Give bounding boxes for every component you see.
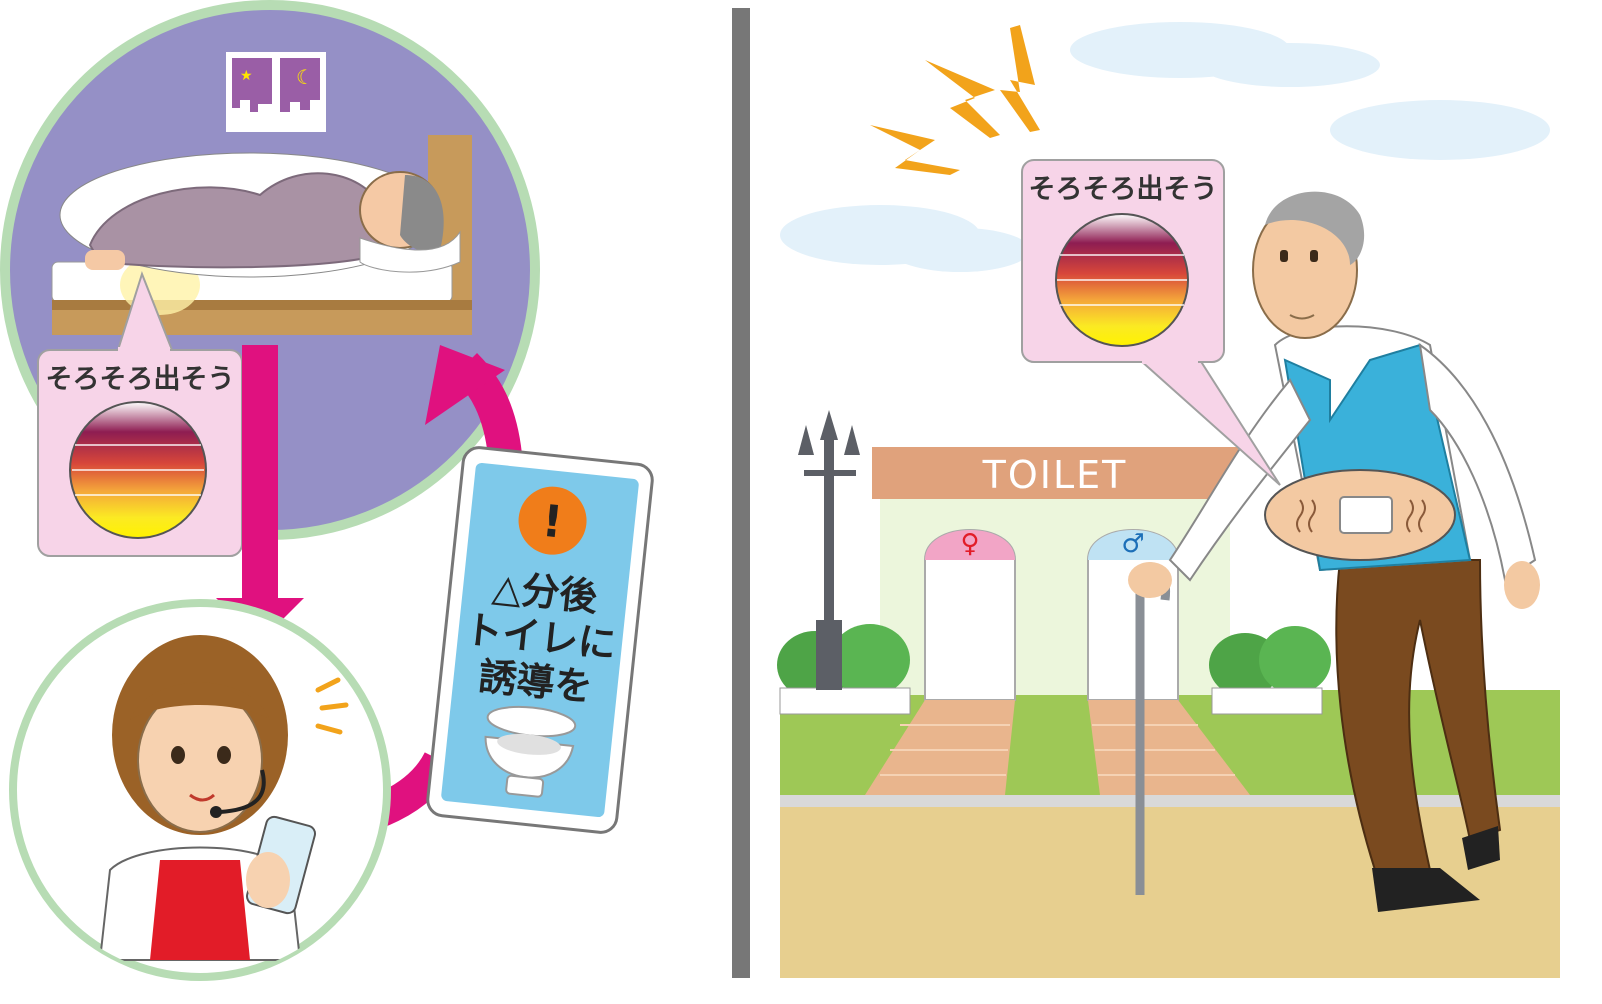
toilet-sign-label: TOILET	[982, 453, 1128, 497]
toilet-sign	[872, 447, 1238, 499]
right-panel: TOILET ♀ ♂	[777, 22, 1560, 978]
star-icon: ★	[240, 68, 253, 84]
bed	[51, 135, 472, 335]
alert-icon: !	[518, 486, 587, 555]
phone-notification: ! △分後 トイレに 誘導を	[426, 446, 654, 834]
sleeping-person	[59, 152, 461, 278]
left-panel: ★ ☾	[0, 0, 654, 981]
toilet-icon	[484, 705, 577, 798]
sensor-bubble-left: そろそろ出そう	[37, 271, 243, 557]
caregiver-circle	[9, 599, 391, 981]
panel-divider	[732, 8, 750, 978]
moon-icon: ☾	[296, 65, 314, 89]
street-lamp-icon	[798, 410, 860, 690]
bubble-label-right: そろそろ出そう	[1029, 174, 1218, 205]
elderly-man	[1128, 191, 1540, 912]
male-icon: ♂	[1121, 529, 1144, 559]
sensor-bubble-right: そろそろ出そう	[1021, 159, 1281, 486]
headset-icon	[210, 769, 266, 818]
lightning-icon	[870, 25, 1040, 175]
toilet-building: TOILET ♀ ♂	[865, 447, 1250, 795]
sensor-patch-icon	[1264, 469, 1456, 561]
bushes	[777, 624, 1331, 715]
female-icon: ♀	[960, 529, 979, 559]
night-window: ★ ☾	[226, 52, 326, 132]
bubble-label-left: そろそろ出そう	[46, 364, 235, 395]
cloud-icon	[780, 22, 1550, 272]
